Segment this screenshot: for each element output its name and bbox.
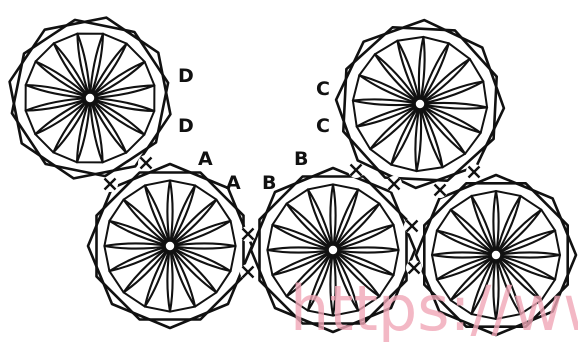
join-stitch: [102, 176, 118, 192]
join-stitch: [404, 218, 420, 234]
join-stitch: [348, 162, 364, 178]
join-stitch: [432, 182, 448, 198]
watermark-text: https://www.: [290, 272, 578, 342]
join-stitch: [466, 164, 482, 180]
center-ring: [328, 245, 339, 256]
center-ring: [491, 250, 502, 261]
center-ring: [415, 99, 426, 110]
motif-top-right: [336, 20, 504, 188]
join-stitch: [240, 226, 256, 242]
joint-label-c-top: C: [316, 78, 330, 100]
center-ring: [85, 93, 96, 104]
joint-label-d-top: D: [178, 65, 194, 87]
joint-label-a-lower: A: [226, 172, 241, 194]
join-stitch: [240, 264, 256, 280]
joint-label-b-upper: B: [294, 148, 308, 170]
joint-label-d-bottom: D: [178, 115, 194, 137]
motif-top-left: [10, 18, 171, 179]
joint-label-a-upper: A: [198, 148, 213, 170]
join-stitch: [138, 155, 154, 171]
center-ring: [165, 241, 176, 252]
joint-label-b-left: B: [262, 172, 276, 194]
join-stitch: [386, 176, 402, 192]
joint-label-c-bottom: C: [316, 115, 330, 137]
